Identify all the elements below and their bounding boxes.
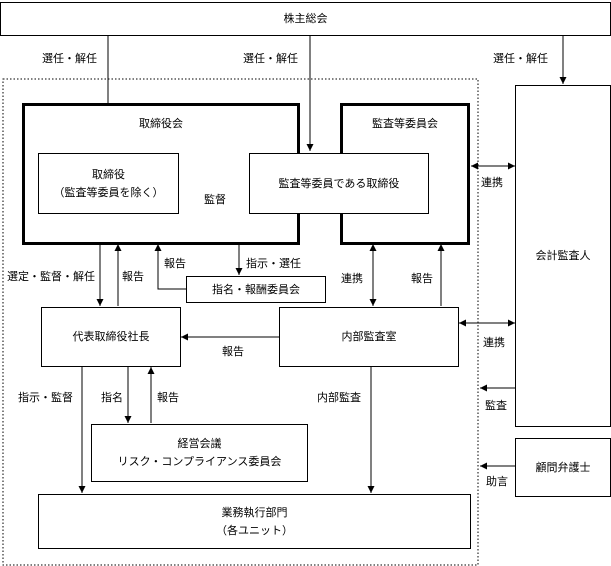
audit-directors-label: 監査等委員である取締役	[278, 176, 400, 190]
legal-advisor-box: 顧問弁護士	[515, 438, 611, 497]
internal-audit-label: 内部監査室	[341, 330, 397, 343]
shareholders-meeting-label: 株主総会	[283, 12, 328, 25]
execution-division-box: 業務執行部門 （各ユニット）	[38, 494, 471, 549]
label-report-internal-audit: 報告	[411, 272, 433, 285]
nomination-committee-label: 指名・報酬委員会	[212, 282, 300, 296]
shareholders-meeting-box: 株主総会	[0, 2, 611, 36]
accounting-auditor-label: 会計監査人	[535, 249, 591, 262]
label-cooperate-audit-internal: 連携	[341, 272, 363, 285]
label-cooperate-internal-auditor: 連携	[483, 336, 505, 349]
execution-division-sublabel: （各ユニット）	[216, 523, 293, 537]
directors-sublabel: （監査等委員を除く）	[53, 185, 164, 199]
label-nominate: 指名	[101, 391, 123, 404]
management-meeting-label: 経営会議	[177, 437, 222, 450]
label-elect-dismiss-board: 選任・解任	[42, 52, 97, 65]
label-select-supervise-dismiss: 選定・監督・解任	[7, 270, 95, 283]
directors-box: 取締役 （監査等委員を除く）	[38, 153, 179, 214]
execution-division-label: 業務執行部門	[221, 505, 288, 519]
risk-compliance-committee-label: リスク・コンプライアンス委員会	[117, 455, 282, 468]
label-cooperate-audit-auditor: 連携	[481, 176, 503, 189]
audit-committee-title: 監査等委員会	[372, 117, 438, 130]
label-elect-dismiss-auditor: 選任・解任	[493, 52, 548, 65]
label-report-nomination: 報告	[164, 257, 186, 270]
label-instruct-supervise: 指示・監督	[18, 391, 73, 404]
nomination-committee-box: 指名・報酬委員会	[186, 276, 326, 303]
directors-label: 取締役	[92, 167, 125, 181]
internal-audit-box: 内部監査室	[279, 307, 459, 367]
label-advice: 助言	[486, 475, 508, 488]
label-report-mgmt: 報告	[157, 391, 179, 404]
label-audit: 監査	[485, 399, 507, 412]
label-supervise: 監督	[204, 193, 226, 206]
board-title: 取締役会	[139, 117, 183, 130]
label-report-internal-president: 報告	[222, 345, 244, 358]
label-elect-dismiss-audit: 選任・解任	[243, 52, 298, 65]
label-instruct-elect: 指示・選任	[246, 257, 301, 270]
president-box: 代表取締役社長	[41, 307, 181, 367]
management-meeting-box: 経営会議 リスク・コンプライアンス委員会	[91, 424, 308, 482]
president-label: 代表取締役社長	[72, 330, 150, 343]
accounting-auditor-box: 会計監査人	[515, 85, 611, 427]
label-internal-audit: 内部監査	[317, 391, 361, 404]
label-report-president-board: 報告	[122, 270, 144, 283]
audit-directors-box: 監査等委員である取締役	[249, 153, 429, 214]
arrow-nomination-board	[154, 244, 186, 290]
legal-advisor-label: 顧問弁護士	[535, 460, 591, 474]
